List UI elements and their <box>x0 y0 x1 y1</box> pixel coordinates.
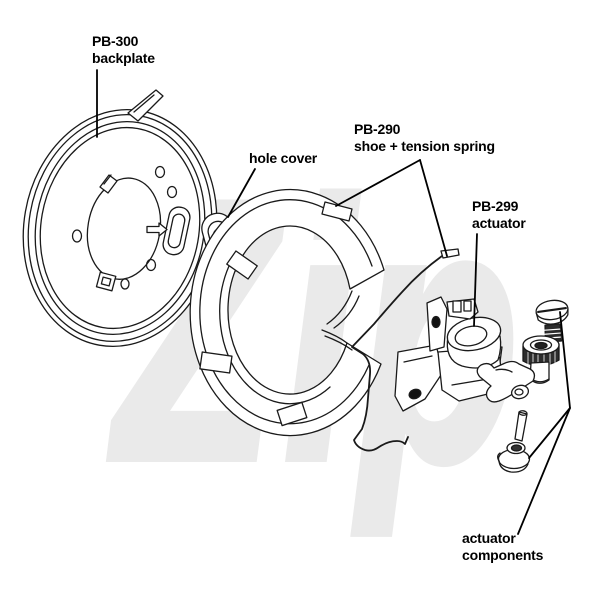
label-pb300: PB-300 backplate <box>92 33 155 67</box>
label-pb290-code: PB-290 <box>354 121 401 137</box>
grommet-nut-part <box>497 441 531 473</box>
label-pb290-name: shoe + tension spring <box>354 138 495 154</box>
slot-arrow <box>146 222 168 237</box>
leader-pb299 <box>473 233 478 327</box>
pin-part <box>514 410 528 442</box>
label-hole-cover-name: hole cover <box>249 150 318 166</box>
label-actuator-components-line1: actuator <box>462 530 516 546</box>
brake-shoe-part <box>189 188 385 437</box>
label-pb300-code: PB-300 <box>92 33 139 49</box>
label-pb299-name: actuator <box>472 215 526 231</box>
label-pb290: PB-290 shoe + tension spring <box>354 121 495 155</box>
label-pb299-code: PB-299 <box>472 198 519 214</box>
leader-hole-cover <box>227 168 256 218</box>
label-actuator-components-line2: components <box>462 547 544 563</box>
backplate-fin <box>127 89 164 122</box>
leader-pb290-spring <box>419 159 448 257</box>
shoe-top-tab <box>321 201 353 222</box>
adjuster-nut-part <box>522 335 560 384</box>
label-actuator-components: actuator components <box>462 530 543 564</box>
label-pb299: PB-299 actuator <box>472 198 526 232</box>
actuator-part <box>394 296 503 412</box>
backplate-part <box>22 89 218 348</box>
lever-part <box>476 360 536 403</box>
leader-lines <box>96 69 571 535</box>
label-hole-cover: hole cover <box>249 150 317 167</box>
leader-pb290-shoe <box>335 159 421 207</box>
label-pb300-name: backplate <box>92 50 155 66</box>
leader-components-grommet <box>528 407 571 459</box>
